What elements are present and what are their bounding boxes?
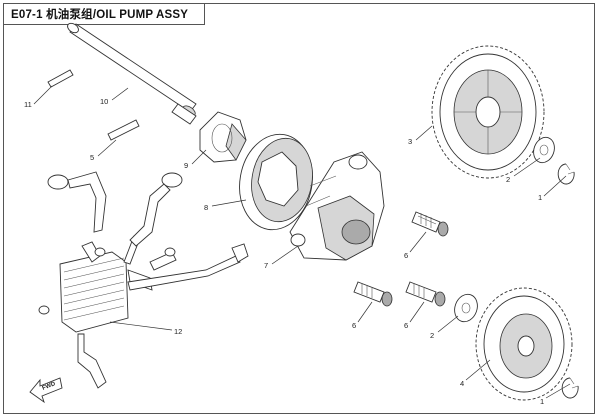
- part-2-washer-lower[interactable]: [451, 291, 481, 325]
- part-10-shaft[interactable]: [66, 21, 197, 125]
- fwd-arrow-label: FWD: [42, 381, 58, 392]
- part-6-bolt-lower[interactable]: [405, 281, 446, 307]
- callout-9: 9: [184, 161, 188, 170]
- part-9-inner-rotor[interactable]: [199, 111, 247, 163]
- part-7-pump-housing[interactable]: [289, 151, 385, 261]
- callout-3: 3: [408, 137, 412, 146]
- callout-11: 11: [24, 100, 32, 109]
- callout-2-upper: 2: [506, 175, 510, 184]
- part-11-pin[interactable]: [47, 69, 74, 88]
- part-12-oil-cooler-assembly[interactable]: [38, 171, 249, 389]
- callout-7: 7: [264, 261, 268, 270]
- part-1-circlip-lower[interactable]: [561, 377, 579, 399]
- callout-6-lower: 6: [404, 321, 408, 330]
- callout-2-lower: 2: [430, 331, 434, 340]
- part-6-bolt-middle[interactable]: [353, 281, 393, 307]
- callout-1-upper: 1: [538, 193, 542, 202]
- part-3-upper-gear[interactable]: [431, 45, 545, 179]
- callout-4: 4: [460, 379, 464, 388]
- callout-6-upper: 6: [404, 251, 408, 260]
- callout-1-lower: 1: [540, 397, 544, 406]
- diagram-frame: [3, 3, 595, 414]
- page-title: E07-1 机油泵组/OIL PUMP ASSY: [3, 3, 205, 25]
- part-2-washer-upper[interactable]: [530, 134, 558, 165]
- part-4-lower-gear[interactable]: [475, 287, 573, 401]
- callout-labels: 11 10 5 9 8 7 3 2 1 6 6 6 2 12 4 1: [24, 97, 544, 406]
- callout-6-middle: 6: [352, 321, 356, 330]
- callout-10: 10: [100, 97, 108, 106]
- part-8-outer-rotor[interactable]: [232, 128, 320, 235]
- leader-lines: [33, 85, 571, 399]
- part-6-bolt-upper[interactable]: [411, 211, 449, 237]
- callout-12: 12: [174, 327, 182, 336]
- front-direction-arrow-icon: FWD: [29, 377, 63, 404]
- part-1-circlip-upper[interactable]: [557, 163, 575, 185]
- callout-5: 5: [90, 153, 94, 162]
- part-5-pin[interactable]: [107, 119, 140, 141]
- callout-8: 8: [204, 203, 208, 212]
